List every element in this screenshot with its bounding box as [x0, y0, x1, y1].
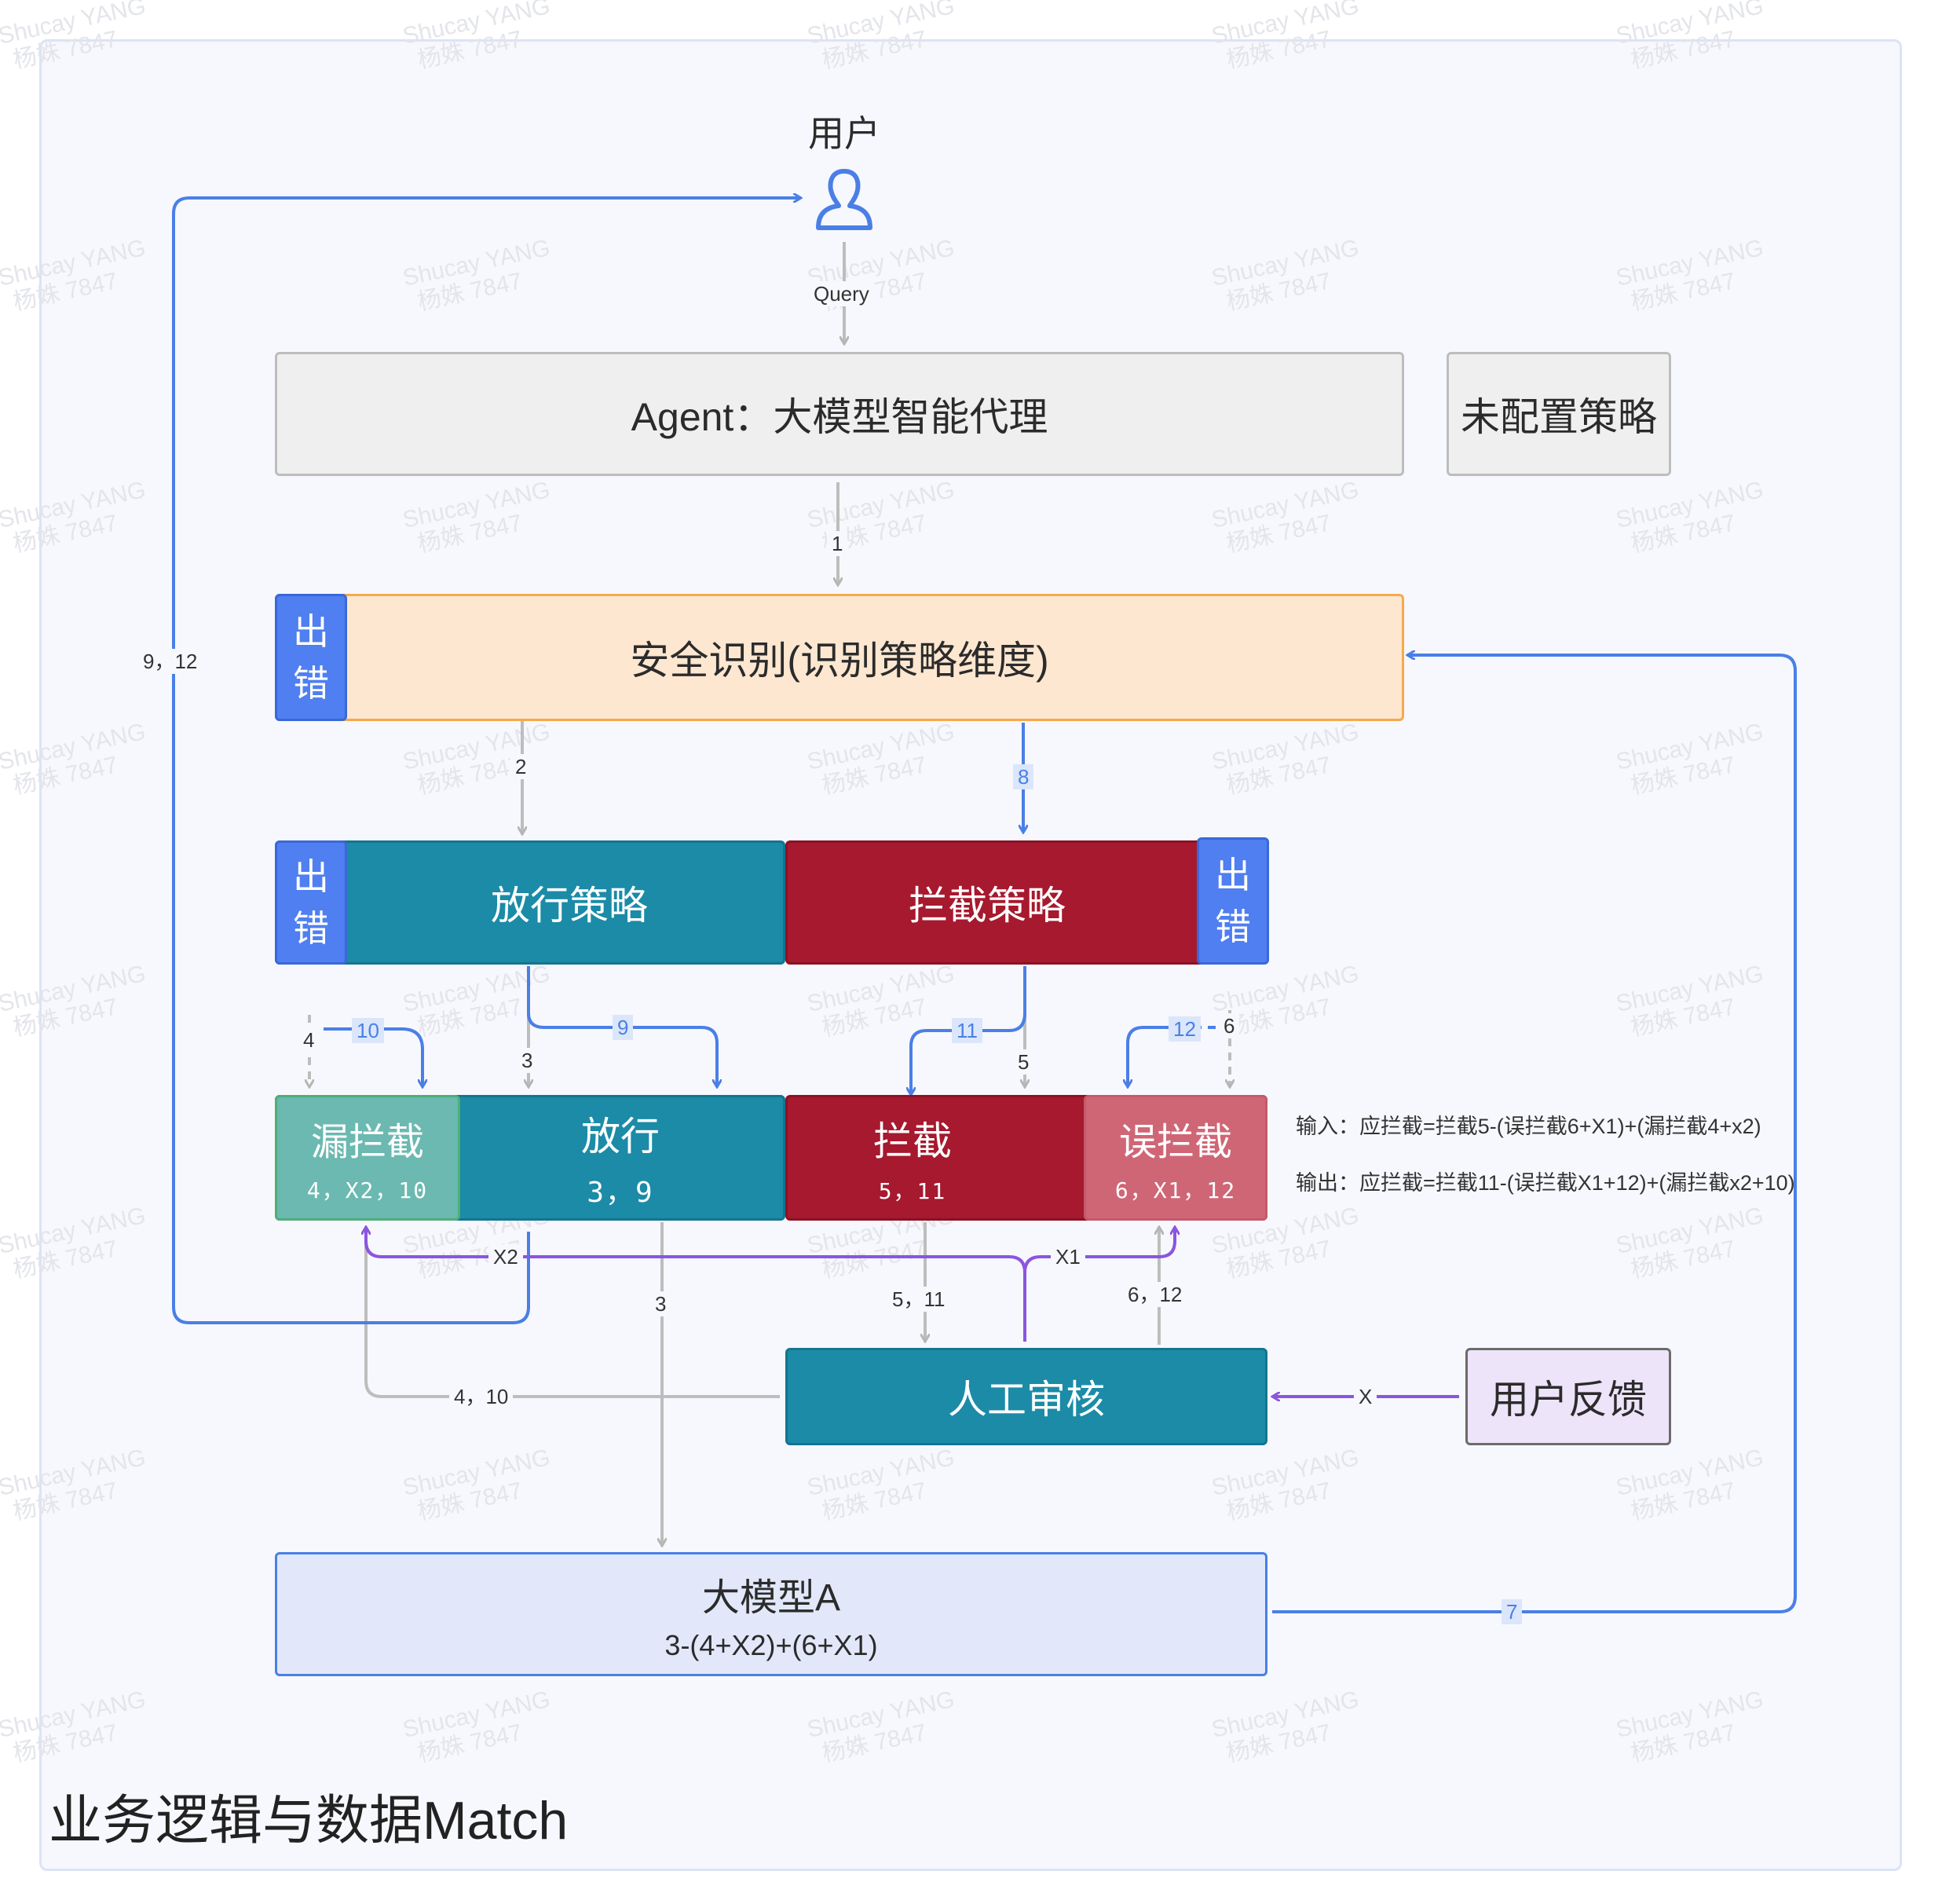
edge-7	[1272, 655, 1797, 1613]
release-policy-error-tag: 出错	[275, 840, 347, 965]
release-policy-label: 放行策略	[491, 884, 648, 928]
label-6-12: 6，12	[1123, 1282, 1187, 1307]
label-4-10: 4，10	[449, 1384, 514, 1409]
user-label: 用户	[808, 113, 880, 154]
release-label: 放行	[581, 1115, 660, 1159]
review-node: 人工审核	[785, 1348, 1267, 1445]
review-label: 人工审核	[948, 1378, 1105, 1422]
user-icon	[816, 169, 872, 230]
block-label: 拦截	[873, 1119, 952, 1163]
page-title: 业务逻辑与数据Match	[49, 1791, 569, 1851]
label-10: 10	[352, 1018, 384, 1043]
user-node: 用户	[785, 110, 903, 236]
label-2: 2	[510, 754, 532, 779]
model-node: 大模型A 3-(4+X2)+(6+X1)	[275, 1552, 1267, 1676]
missed-label: 漏拦截	[310, 1122, 424, 1163]
unconfigured-label: 未配置策略	[1461, 395, 1657, 439]
label-x: X	[1354, 1384, 1377, 1409]
feedback-node: 用户反馈	[1465, 1348, 1671, 1445]
model-label: 大模型A	[701, 1577, 841, 1619]
label-x1: X1	[1051, 1244, 1085, 1269]
label-9: 9	[613, 1015, 634, 1040]
label-x2: X2	[488, 1244, 523, 1269]
agent-node: Agent：大模型智能代理	[275, 352, 1404, 476]
formula-input: 输入：应拦截=拦截5-(误拦截6+X1)+(漏拦截4+x2)	[1296, 1115, 1761, 1138]
edge-12	[1128, 1026, 1194, 1087]
false-block-label: 误拦截	[1118, 1122, 1232, 1163]
edge-x1-x2	[366, 1227, 1026, 1342]
false-block-sub: 6，X1，12	[1114, 1177, 1237, 1203]
formula-output: 输出：应拦截=拦截11-(误拦截X1+12)+(漏拦截x2+10)	[1296, 1171, 1795, 1195]
edge-10	[330, 1027, 422, 1087]
label-8: 8	[1013, 764, 1034, 789]
false-block-node: 误拦截 6，X1，12	[1084, 1095, 1267, 1221]
security-node: 安全识别(识别策略维度)	[275, 594, 1404, 721]
label-3b: 3	[650, 1291, 671, 1316]
release-policy-node: 放行策略	[275, 840, 785, 965]
edge-user-loop	[172, 198, 801, 1324]
label-9-12: 9，12	[138, 649, 203, 674]
agent-label: Agent：大模型智能代理	[631, 395, 1048, 439]
label-3a: 3	[517, 1048, 538, 1073]
edge-4-10	[366, 1227, 780, 1398]
feedback-label: 用户反馈	[1490, 1378, 1647, 1422]
security-label: 安全识别(识别策略维度)	[630, 639, 1049, 683]
label-12: 12	[1169, 1016, 1201, 1042]
label-query: Query	[809, 281, 874, 306]
label-6: 6	[1219, 1013, 1240, 1038]
block-policy-node: 拦截策略	[785, 840, 1267, 965]
block-sub: 5，11	[878, 1178, 947, 1204]
missed-sub: 4，X2，10	[306, 1177, 429, 1203]
label-5: 5	[1013, 1049, 1034, 1075]
block-policy-error-tag: 出错	[1197, 837, 1269, 965]
label-5-11: 5，11	[887, 1287, 950, 1312]
edge-x1	[1023, 1227, 1175, 1273]
label-4: 4	[298, 1027, 320, 1053]
missed-node: 漏拦截 4，X2，10	[275, 1095, 460, 1221]
unconfigured-node: 未配置策略	[1447, 352, 1671, 476]
security-error-tag: 出错	[275, 594, 347, 721]
model-sub: 3-(4+X2)+(6+X1)	[664, 1629, 878, 1661]
label-1: 1	[827, 531, 848, 556]
label-11: 11	[952, 1018, 982, 1043]
block-policy-label: 拦截策略	[909, 884, 1066, 928]
label-7: 7	[1502, 1599, 1523, 1624]
release-sub: 3，9	[587, 1177, 654, 1209]
